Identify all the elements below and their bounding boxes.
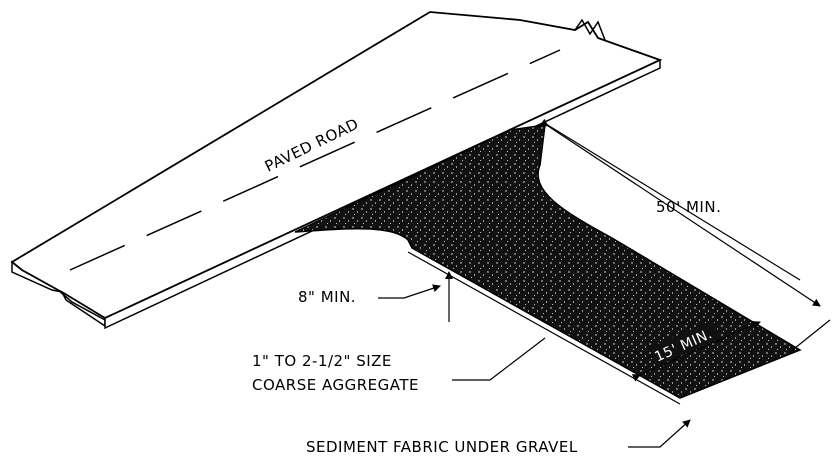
road-break-line xyxy=(574,18,606,41)
aggregate-label-line1: 1" TO 2-1/2" SIZE xyxy=(252,352,392,370)
aggregate-label-line2: COARSE AGGREGATE xyxy=(252,376,419,394)
road-center-line xyxy=(69,49,561,271)
road-top-surface xyxy=(10,11,663,320)
aggregate-leader xyxy=(452,337,546,381)
depth-label: 8" MIN. xyxy=(298,288,356,306)
depth-dimension xyxy=(378,271,453,322)
fabric-label: SEDIMENT FABRIC UNDER GRAVEL xyxy=(306,438,578,456)
width-dimension xyxy=(631,321,761,382)
length-dimension xyxy=(539,118,831,353)
length-label: 50' MIN. xyxy=(656,198,721,216)
fabric-leader xyxy=(628,419,691,448)
width-label-bg xyxy=(648,319,722,367)
